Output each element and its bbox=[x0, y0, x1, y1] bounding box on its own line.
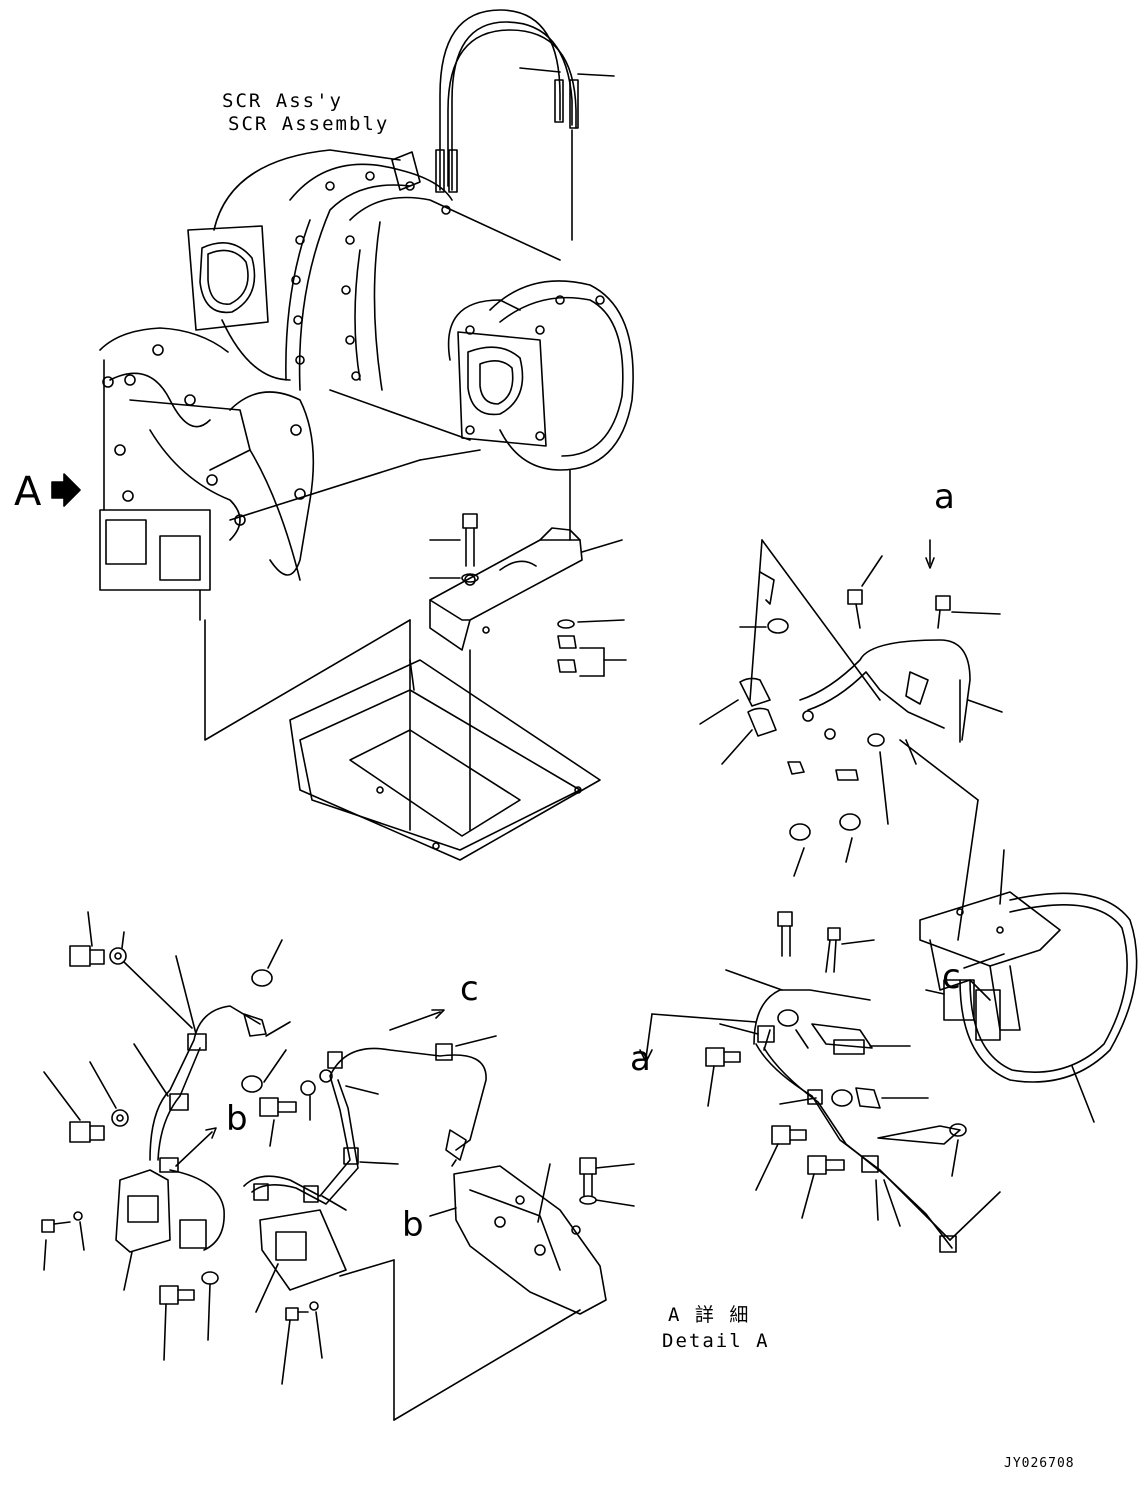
callout-a-lower: a bbox=[630, 1039, 651, 1079]
document-id: JY026708 bbox=[1004, 1456, 1075, 1471]
callout-b-right: b bbox=[402, 1205, 424, 1245]
assembly-title: SCR Assembly bbox=[228, 113, 390, 135]
band-subassembly-lower-right bbox=[639, 849, 1138, 1253]
view-label-a: A bbox=[14, 469, 42, 515]
view-arrow-a bbox=[51, 473, 81, 507]
harness-assembly-main bbox=[99, 327, 481, 621]
callout-a-upper: a bbox=[934, 477, 955, 517]
tube-subassembly-upper-right bbox=[699, 539, 1003, 941]
frame-plate bbox=[204, 619, 601, 861]
u-bolt-pair bbox=[435, 9, 615, 241]
harness-subassembly-lower-left bbox=[41, 911, 581, 1421]
callout-b-left: b bbox=[226, 1099, 248, 1139]
callout-c-right: c bbox=[942, 957, 961, 997]
mount-bracket bbox=[409, 513, 627, 831]
detail-caption-japanese: A 詳 細 bbox=[668, 1304, 751, 1326]
assembly-title-japanese-romaji: SCR Ass'y bbox=[222, 90, 343, 112]
callout-c-left: c bbox=[460, 969, 479, 1009]
scr-assembly bbox=[187, 149, 634, 541]
detail-caption: Detail A bbox=[662, 1330, 770, 1352]
sensor-bracket-lower bbox=[429, 1157, 635, 1315]
